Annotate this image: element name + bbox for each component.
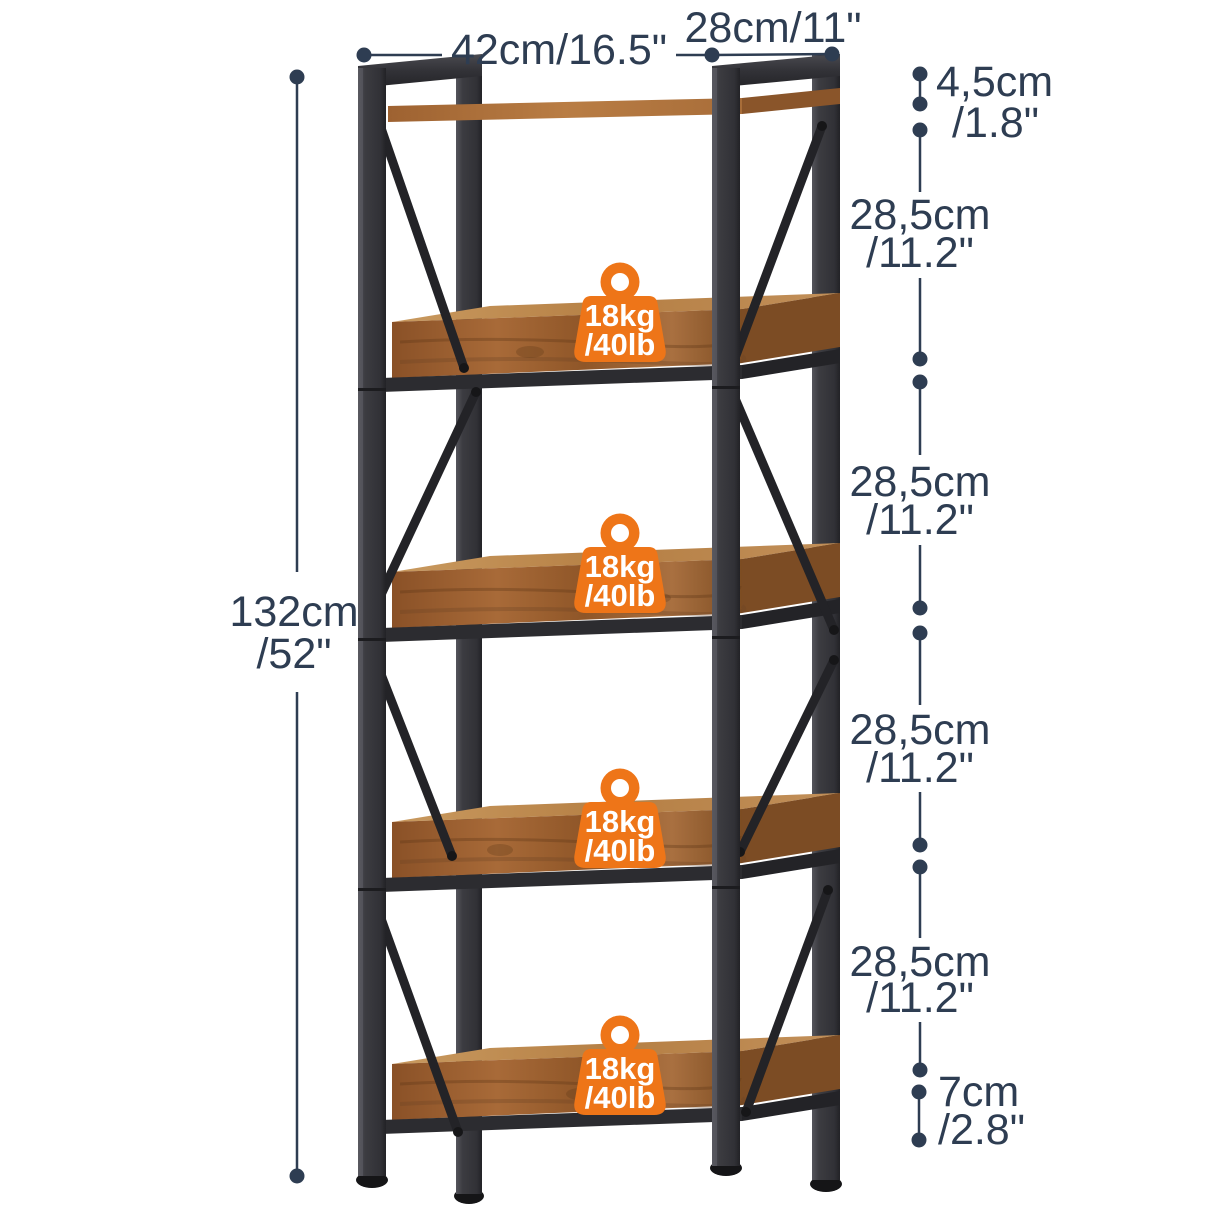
- depth-label: 28cm/11": [685, 4, 862, 52]
- badge-lb-label: /40lb: [585, 578, 656, 613]
- cross-brace: [727, 124, 827, 368]
- top-shelf-side: [742, 88, 840, 114]
- wood-knot: [516, 346, 544, 358]
- dimension-labels: 42cm/16.5" 28cm/11" 132cm /52" 4,5cm /1.…: [229, 4, 1053, 1154]
- shelf-side-edge: [742, 793, 840, 863]
- cross-brace: [367, 390, 481, 616]
- top-thickness-cm: 4,5cm: [936, 58, 1053, 106]
- post-joints: [358, 386, 740, 891]
- spacing-2-cm: 28,5cm: [849, 458, 990, 506]
- right-panel-braces: [727, 124, 839, 1114]
- badge-kg-label: 18kg: [585, 549, 656, 584]
- weight-capacity-badge-4: 18kg /40lb: [574, 1015, 666, 1115]
- shelf-support-bar: [380, 865, 742, 892]
- top-thickness-in: /1.8": [952, 99, 1039, 147]
- height-dimension: [289, 69, 305, 1184]
- leg-height-cm: 7cm: [938, 1068, 1019, 1116]
- badge-lb-label: /40lb: [585, 833, 656, 868]
- bookshelf-illustration: [356, 54, 842, 1204]
- leg-height-in: /2.8": [938, 1106, 1025, 1154]
- spacing-1-cm: 28,5cm: [849, 191, 990, 239]
- shelf-support-bar-side: [742, 849, 840, 879]
- spacing-4-in: /11.2": [866, 974, 974, 1022]
- shelf-support-bar: [380, 615, 742, 642]
- dimension-dots: [911, 66, 928, 1148]
- weight-icon-body: [574, 296, 666, 362]
- weight-icon-body: [574, 802, 666, 868]
- shelf-side-edge: [742, 293, 840, 363]
- weight-icon-body: [574, 547, 666, 613]
- height-label-in: /52": [256, 630, 331, 678]
- weight-capacity-badge-2: 18kg /40lb: [574, 513, 666, 613]
- shelf-support-bar-side: [742, 599, 840, 629]
- weight-icon-ring-hole: [611, 273, 629, 291]
- badge-kg-label: 18kg: [585, 298, 656, 333]
- badge-lb-label: /40lb: [585, 327, 656, 362]
- right-dimension-line: [911, 66, 928, 1148]
- weight-icon-ring-hole: [611, 779, 629, 797]
- left-frame-top-bar: [358, 54, 482, 88]
- cross-brace: [741, 888, 833, 1114]
- height-label-cm: 132cm: [229, 588, 358, 636]
- spacing-1-in: /11.2": [866, 229, 974, 277]
- width-label: 42cm/16.5": [451, 26, 667, 74]
- spacing-3-in: /11.2": [866, 744, 974, 792]
- cross-brace: [735, 658, 839, 854]
- depth-dimension: [711, 46, 840, 62]
- weight-capacity-badge-1: 18kg /40lb: [574, 262, 666, 362]
- cross-brace: [367, 100, 469, 370]
- cross-brace: [729, 394, 839, 632]
- weight-icon-ring-hole: [611, 524, 629, 542]
- right-frame-top-bar: [712, 54, 840, 88]
- post-highlight: [358, 68, 363, 1176]
- weight-capacity-badge-3: 18kg /40lb: [574, 768, 666, 868]
- shelf-support-bar: [380, 365, 742, 392]
- shelf-support-bar-side: [742, 349, 840, 379]
- spacing-4-cm: 28,5cm: [849, 938, 990, 986]
- top-shelf-strip: [388, 98, 742, 122]
- badge-kg-label: 18kg: [585, 1051, 656, 1086]
- wood-knot: [487, 844, 513, 856]
- post-highlight: [712, 68, 717, 1166]
- spacing-2-in: /11.2": [866, 496, 974, 544]
- badge-lb-label: /40lb: [585, 1080, 656, 1115]
- spacing-3-cm: 28,5cm: [849, 706, 990, 754]
- badge-kg-label: 18kg: [585, 804, 656, 839]
- dimension-annotations: [289, 46, 928, 1184]
- shelf-support-bar-side: [742, 1091, 840, 1121]
- weight-icon-ring-hole: [611, 1026, 629, 1044]
- weight-icon-body: [574, 1049, 666, 1115]
